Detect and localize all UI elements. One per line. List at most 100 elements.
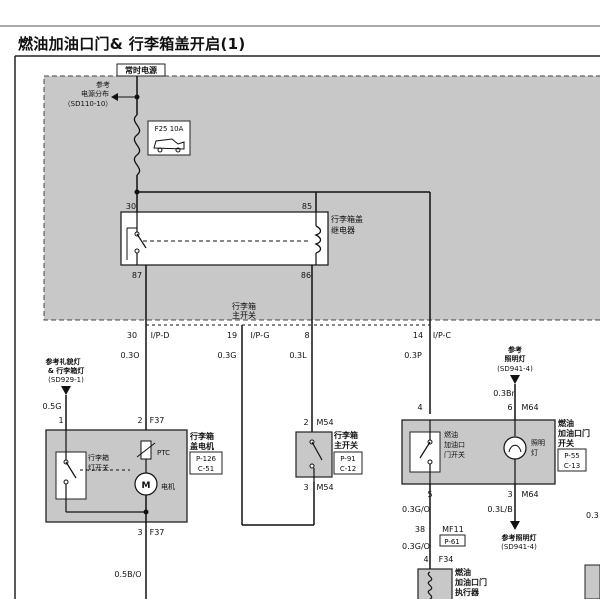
page-title: 燃油加油口门& 行李箱盖开启(1) <box>18 35 246 53</box>
ref-power-text-1: 参考 <box>96 80 110 89</box>
illum-lamp-filament-icon <box>508 444 522 453</box>
pin-3-m64: 3 <box>507 490 512 499</box>
edge-block <box>584 564 600 599</box>
car-wheel-icon <box>157 147 163 153</box>
ref-courtesy-3: (SD929-1) <box>48 376 84 384</box>
wire-03g: 0.3G <box>218 351 237 360</box>
fuel-switch-contact-icon <box>427 459 433 465</box>
p61-label: P-61 <box>444 538 460 546</box>
relay-pin-87: 87 <box>132 271 142 280</box>
fuse-label: F25 10A <box>155 125 184 133</box>
car-trunk-icon <box>153 138 185 150</box>
conn-19: 19 <box>227 331 237 340</box>
conn-14: 14 <box>413 331 423 340</box>
fuse-icon <box>133 114 141 176</box>
conn-30: 30 <box>127 331 137 340</box>
fuel-switch-name-1: 燃油 <box>444 430 458 439</box>
relay-contact-icon <box>134 248 140 254</box>
trunk-main-name-2: 主开关 <box>334 440 358 450</box>
ref-power-text-3: （SD110-10） <box>64 100 113 108</box>
m64-label: M64 <box>521 403 538 412</box>
ref-illum-b-1: 参考照明灯 <box>502 533 537 542</box>
trunk-motor-name-1: 行李箱 <box>189 431 214 441</box>
battery-plus-label: 常时电源 <box>125 65 157 75</box>
ptc-icon <box>136 442 156 458</box>
lamp-switch-box <box>55 451 87 500</box>
pin-1: 1 <box>58 416 63 425</box>
m54-label: M54 <box>316 418 333 427</box>
pin-3-m54: 3 <box>303 483 308 492</box>
relay-pin-85: 85 <box>302 202 312 211</box>
wire-05bo: 0.5B/O <box>114 570 141 579</box>
actuator-name-2: 加油口门 <box>454 577 487 587</box>
conn-ipg: I/P-G <box>250 331 269 340</box>
lamp-switch-contact-icon <box>63 479 69 485</box>
pin-2-m54: 2 <box>303 418 308 427</box>
relay-switch-icon <box>136 233 147 249</box>
relay-name-1: 行李箱盖 <box>331 214 363 224</box>
trunk-motor-name-2: 盖电机 <box>190 441 214 451</box>
relay-pin-30: 30 <box>126 202 136 211</box>
illum-lamp-name-1: 照明 <box>531 439 545 447</box>
p55-label: P-55 <box>564 452 580 460</box>
wire-03go: 0.3G/O <box>402 505 430 514</box>
ref-power-text-2: 电源分布 <box>81 89 109 98</box>
actuator-block <box>417 568 453 599</box>
pin-3-f37: 3 <box>137 528 142 537</box>
conn-8: 8 <box>304 331 309 340</box>
trunk-relay-box <box>120 211 329 266</box>
wire-03p: 0.3P <box>404 351 422 360</box>
edge-03-label: 0.3 <box>586 511 599 520</box>
relay-pin-86: 86 <box>301 271 311 280</box>
illum-lamp-icon <box>503 436 527 460</box>
p91-label: P-91 <box>340 455 356 463</box>
actuator-coil-icon <box>427 571 433 599</box>
p126-label: P-126 <box>196 455 217 463</box>
m64-b-label: M64 <box>521 490 538 499</box>
trunk-motor-code-box <box>189 451 223 475</box>
wire-05g: 0.5G <box>43 402 62 411</box>
splice-dot <box>143 509 149 515</box>
trunk-main-code-box <box>333 451 363 475</box>
fuel-switch-box <box>409 431 441 473</box>
ref-illum-arrow-icon <box>510 375 520 384</box>
p61-box <box>439 534 466 547</box>
motor-label: 电机 <box>161 482 175 491</box>
relay-coil-icon <box>314 225 322 254</box>
ref-power-arrow-icon <box>111 93 118 101</box>
pin-6: 6 <box>507 403 512 412</box>
ref-illum-1: 参考 <box>508 345 522 354</box>
main-switch-contact-icon <box>309 463 315 469</box>
wire-03br: 0.3Br <box>493 389 515 398</box>
ptc-label: PTC <box>157 449 170 457</box>
pin-2-f37: 2 <box>137 416 142 425</box>
lamp-switch-name-2: 灯开关 <box>88 463 109 472</box>
pin-38: 38 <box>415 525 425 534</box>
lamp-switch-name-1: 行李箱 <box>88 453 109 462</box>
shaded-zone <box>43 75 600 321</box>
f37-label: F37 <box>150 416 165 425</box>
ref-illum-2: 照明灯 <box>505 354 526 363</box>
c13-label: C-13 <box>564 462 580 470</box>
ref-illum-b-2: (SD941-4) <box>501 543 537 551</box>
ref-courtesy-arrow-icon <box>61 386 71 395</box>
trunk-main-name-1: 行李箱 <box>333 430 358 440</box>
fuel-switch-name-2: 加油口 <box>444 440 465 449</box>
pin-4-f34: 4 <box>423 555 428 564</box>
wire-03l: 0.3L <box>289 351 307 360</box>
motor-letter: M <box>142 481 151 491</box>
main-switch-label-1: 行李箱 <box>232 301 256 311</box>
ref-illum-b-arrow-icon <box>510 521 520 530</box>
lamp-switch-icon <box>65 461 77 479</box>
wire-03go-b: 0.3G/O <box>402 542 430 551</box>
fuel-switch-icon <box>419 441 431 459</box>
c12-label: C-12 <box>340 465 356 473</box>
fuel-door-code-box <box>557 448 587 472</box>
relay-name-2: 继电器 <box>331 225 355 235</box>
ref-courtesy-1: 参考礼貌灯 <box>46 357 81 366</box>
car-wheel-icon <box>175 147 181 153</box>
f37-b-label: F37 <box>150 528 165 537</box>
actuator-name-3: 执行器 <box>455 587 480 597</box>
main-switch-label-2: 主开关 <box>232 310 256 320</box>
